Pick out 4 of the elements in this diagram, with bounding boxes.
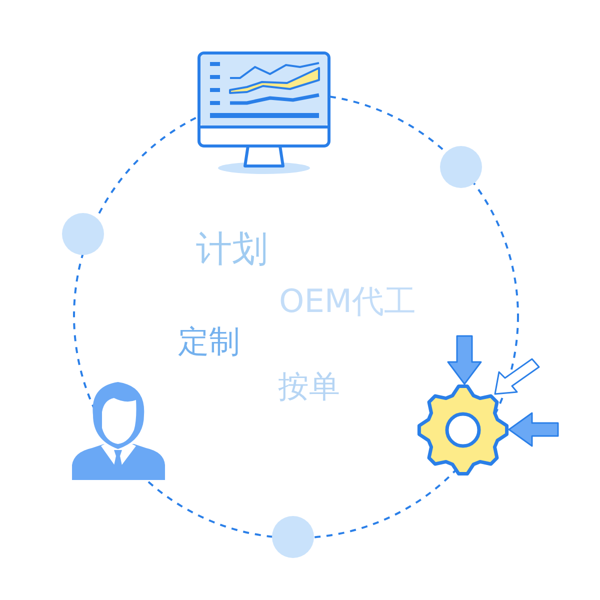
keyword-text: 按单 (278, 372, 340, 403)
keyword-text: 定制 (178, 327, 240, 358)
keyword-text: 计划 (196, 232, 268, 268)
keyword-text: OEM代工 (279, 285, 416, 317)
